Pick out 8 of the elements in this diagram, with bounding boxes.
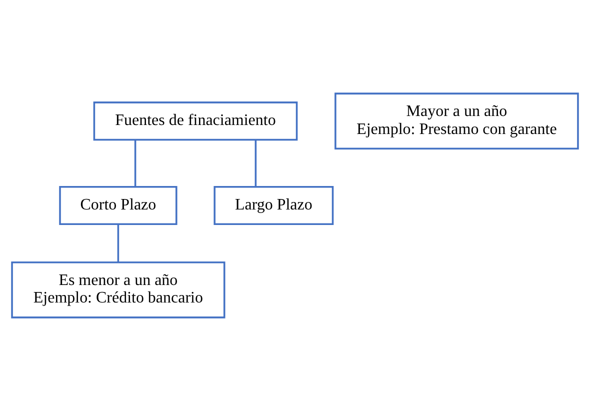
node-box: Corto Plazo <box>59 185 178 225</box>
node-box: Largo Plazo <box>214 185 334 225</box>
node-box: Fuentes de finaciamiento <box>93 101 298 140</box>
connector <box>134 139 136 186</box>
node-box: Es menor a un año Ejemplo: Crédito bancario <box>11 260 226 318</box>
node-box: Mayor a un año Ejemplo: Prestamo con garante <box>334 92 579 150</box>
connector <box>254 139 257 186</box>
connector <box>117 224 120 262</box>
